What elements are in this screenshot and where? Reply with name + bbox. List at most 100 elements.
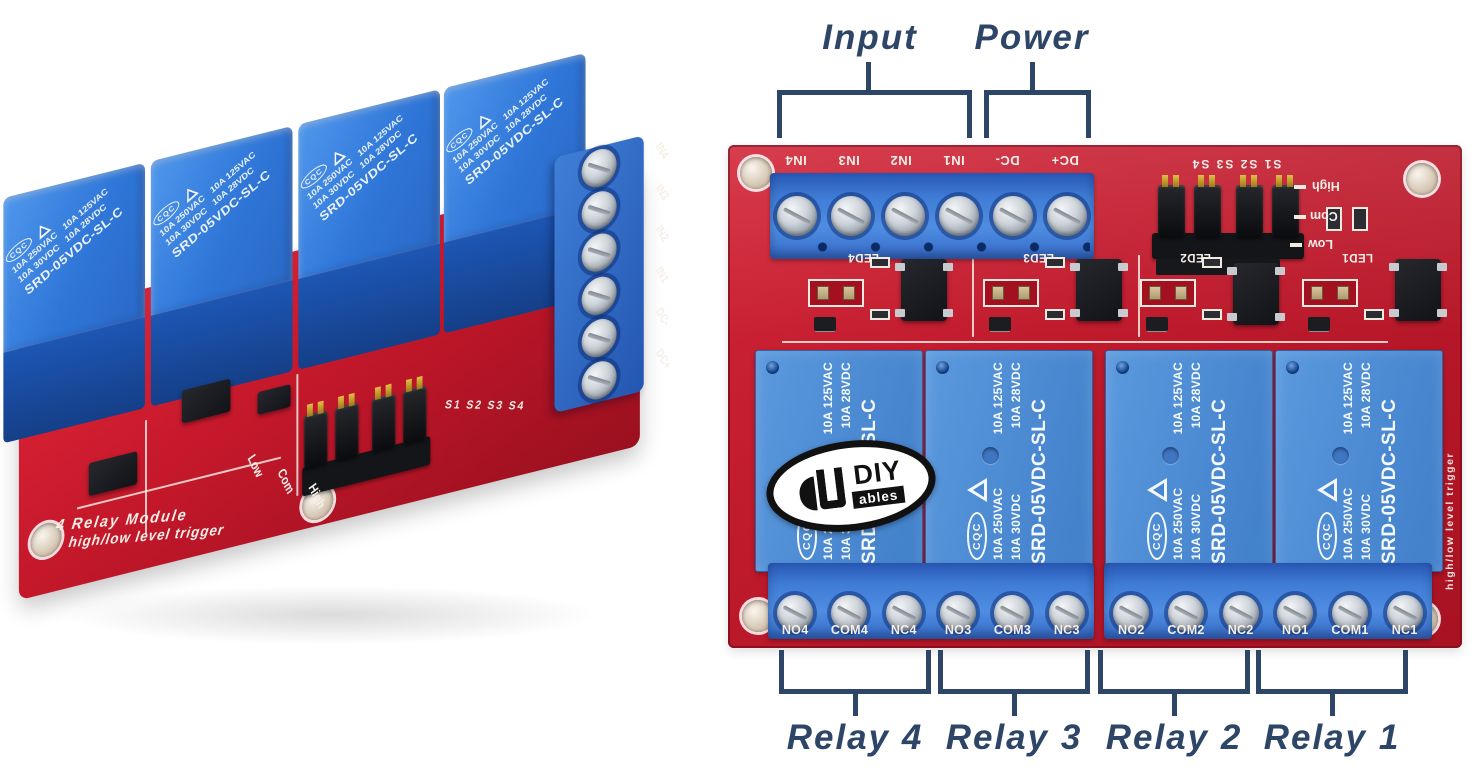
ic-leg	[1227, 267, 1237, 275]
jumper-cap-s4	[1272, 175, 1299, 237]
power-annotation-label: Power	[974, 18, 1090, 57]
smd-transistor	[1308, 317, 1330, 331]
input-annotation-label: Input	[822, 18, 918, 57]
relay-corner-hole	[766, 361, 779, 374]
jumper-pin	[1198, 175, 1204, 187]
silkscreen-tick	[1294, 215, 1306, 219]
trigger-select-jumpers	[1152, 175, 1304, 275]
relay-dimple	[1332, 447, 1349, 464]
cqc-mark: CQC	[1146, 512, 1168, 560]
relay-4-bracket	[779, 650, 931, 694]
jumper-cap-s3	[1236, 175, 1263, 237]
silkscreen-tick	[1294, 185, 1306, 189]
screw-slot	[587, 204, 612, 216]
terminal-screw	[581, 315, 617, 361]
terminal-label-nc2: NC2	[1227, 623, 1254, 637]
brand-name: DIY	[851, 454, 903, 491]
smd-transistor	[989, 317, 1011, 331]
terminal-screw	[581, 357, 617, 404]
safety-triangle-inner	[1153, 483, 1164, 498]
ic-leg	[1275, 313, 1285, 321]
screw-slot	[1052, 207, 1082, 225]
rating-ac-main: 10A 250VAC	[1171, 487, 1186, 560]
jumper-pin	[1162, 175, 1168, 187]
terminal-wire-holes	[774, 241, 1090, 253]
screw-slot	[782, 605, 808, 621]
jumper-cap-s1	[1158, 175, 1185, 237]
terminal-silkscreen-labels: IN4 IN3 IN2 IN1 DC- DC+	[648, 135, 687, 392]
screw-slot	[836, 207, 866, 225]
terminal-screw	[581, 144, 617, 191]
screw-slot	[587, 332, 612, 344]
relay-4-3-terminal-block	[768, 563, 1094, 639]
relay-3-stem	[1012, 694, 1017, 716]
relay-dimple	[982, 447, 999, 464]
smd-resistor	[1311, 286, 1323, 300]
terminal-screw-com1	[1331, 595, 1368, 631]
jumper-pin	[1287, 175, 1293, 187]
terminal-screw-dc-minus	[993, 196, 1033, 236]
screw-slot	[1337, 605, 1363, 621]
terminal-label-com4: COM4	[830, 623, 869, 637]
cqc-mark: CQC	[1316, 512, 1338, 560]
rating-ac-alt: 10A 125VAC	[821, 362, 836, 435]
terminal-label: DC+	[652, 346, 674, 373]
ic-leg	[1437, 309, 1447, 317]
terminal-label-dc-plus: DC+	[1050, 153, 1079, 168]
ic-leg	[943, 263, 953, 271]
trigger-level-high: High	[1312, 179, 1340, 193]
screw-slot	[1000, 605, 1025, 621]
jumper-pin	[385, 383, 392, 398]
relay-model: SRD-05VDC-SL-C	[1209, 398, 1231, 564]
board-shadow	[60, 585, 600, 645]
jumper-header-base	[1152, 233, 1304, 259]
screw-slot	[944, 207, 974, 225]
terminal-label-no1: NO1	[1282, 623, 1309, 637]
smd-ic	[257, 384, 291, 415]
safety-triangle-mark	[1147, 478, 1167, 503]
screw-slot	[837, 605, 862, 621]
safety-triangle-inner	[477, 114, 488, 127]
ic-leg	[1070, 309, 1080, 317]
screw-slot	[891, 605, 917, 621]
screw-slot	[782, 207, 812, 225]
smd-resistor	[870, 257, 890, 268]
terminal-screw-com3	[994, 595, 1031, 631]
jumper-pin	[307, 403, 313, 418]
relay-2-bracket	[1098, 650, 1250, 694]
terminal-screw-in2	[885, 196, 925, 236]
power-bracket	[984, 90, 1091, 138]
jumper-cap	[335, 392, 359, 462]
terminal-label-no2: NO2	[1118, 623, 1145, 637]
power-annotation-stem	[1030, 62, 1035, 90]
smd-resistor-pair	[983, 279, 1039, 307]
terminal-label-nc4: NC4	[890, 623, 917, 637]
relay-dimple	[1162, 447, 1179, 464]
input-annotation-stem	[866, 62, 871, 90]
terminal-screw-dc-plus	[1047, 196, 1087, 236]
jumper-cap	[372, 383, 396, 453]
relay-corner-hole	[936, 361, 949, 374]
rating-ac-main: 10A 250VAC	[1341, 487, 1356, 560]
rating-dc-main: 10A 30VDC	[1189, 493, 1204, 560]
ic-leg	[1437, 263, 1447, 271]
screw-slot	[890, 207, 920, 225]
channel-3-drivers: LED3	[983, 251, 1143, 345]
trigger-level-com: Com	[1310, 209, 1338, 223]
terminal-screw-in3	[831, 196, 871, 236]
silkscreen-line	[782, 341, 1388, 343]
rating-dc-alt: 10A 28VDC	[1009, 362, 1024, 429]
relay-1-stem	[1330, 694, 1335, 716]
ic-leg	[1389, 263, 1399, 271]
input-bracket	[777, 90, 972, 138]
relay-corner-hole	[1116, 361, 1129, 374]
